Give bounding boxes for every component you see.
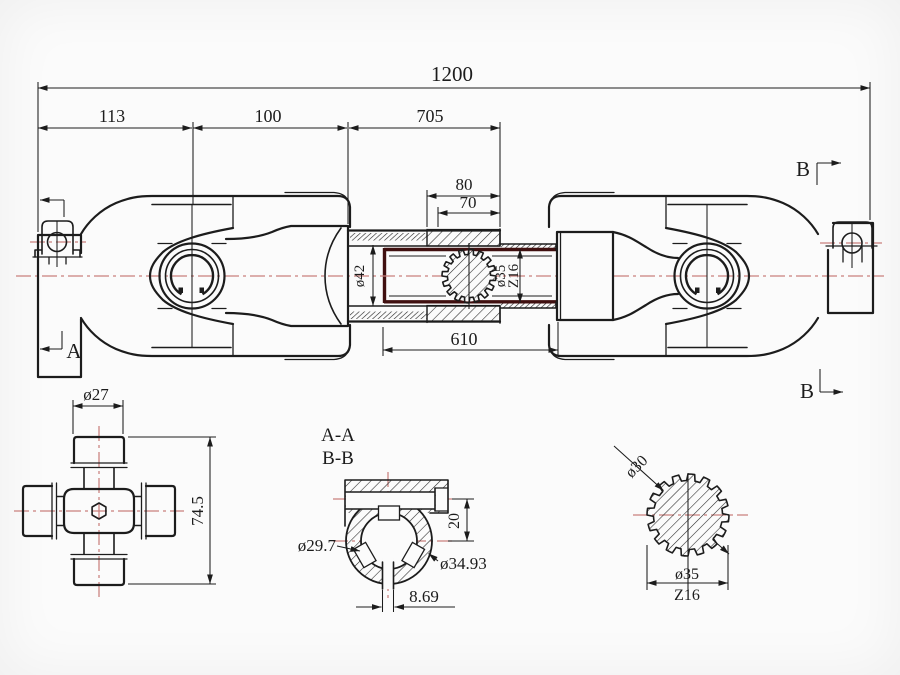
key-top: [377, 505, 401, 521]
dim-label-80: 80: [456, 175, 473, 194]
section-dimensions: [336, 498, 474, 612]
cut-label-a: A: [66, 339, 82, 363]
section-label-bb: B-B: [322, 448, 354, 469]
dim-label-100: 100: [255, 106, 282, 126]
labels: 1200 113 100 705 80 70 610 ø42 ø35 Z16 A…: [66, 62, 814, 606]
sleeve-plug-clear: [435, 488, 448, 511]
tube-serration-bottom: [350, 311, 427, 319]
cross-bottom-cap: [72, 557, 126, 587]
spline-dimensions: [613, 445, 730, 590]
sleeve-outline: [344, 479, 449, 527]
slot-walls: [381, 561, 395, 590]
dim-label-1200: 1200: [431, 62, 473, 86]
key-lower-left: [401, 541, 426, 569]
dim-label-d29-7: ø29.7: [298, 536, 337, 555]
yoke-ear-steps: [232, 191, 349, 361]
yoke-top-outline: [79, 194, 352, 236]
slot-clear: [382, 558, 394, 589]
cut-b-brackets: [816, 163, 821, 392]
section-label-aa: A-A: [321, 425, 355, 446]
tube-section-hatch-top: [426, 228, 501, 247]
leader-d30-lower: [712, 539, 730, 555]
cross-top-trunnion: [83, 467, 115, 489]
inner-tube-end-lines: [499, 243, 557, 309]
left-taper-shaft: [224, 224, 350, 328]
dim-label-z16-main: Z16: [506, 263, 522, 288]
dim-label-d30: ø30: [622, 452, 651, 481]
cross-left-trunnion: [56, 495, 65, 527]
cut-a-brackets: [61, 200, 65, 349]
dim-label-d34-93: ø34.93: [440, 554, 487, 573]
bore-keys: [352, 505, 426, 569]
dim-label-z16-spline: Z16: [674, 587, 700, 604]
tube-spline-section: [441, 243, 497, 309]
dim-label-74-5: 74.5: [188, 496, 207, 526]
grease-fitting-hex: [91, 502, 107, 520]
cross-top-cap: [72, 435, 126, 465]
leader-d30-upper: [613, 445, 664, 491]
cone-blend-arc: [324, 227, 342, 325]
inner-tube-hatch-bottom: [501, 301, 556, 308]
yoke-mouth: [148, 226, 235, 326]
cross-left-cap-lip: [51, 482, 58, 540]
tube-serration-top: [350, 233, 427, 241]
cross-bottom-cap-lip: [70, 553, 128, 560]
cross-right-cap-lip: [140, 482, 147, 540]
cut-label-b-bottom: B: [800, 379, 814, 403]
shaft-and-tube: [224, 224, 680, 328]
right-taper-shaft: [611, 230, 680, 322]
dim-label-d35-main: ø35: [493, 265, 509, 288]
leader-d34-93: [428, 553, 439, 562]
right-block-outline: [826, 221, 875, 315]
tube-section-hatch-bottom: [426, 304, 501, 323]
left-block-outline: [36, 233, 83, 379]
dim-label-70: 70: [460, 193, 477, 212]
spline-view-gear: [646, 473, 730, 557]
cross-right-cap: [144, 484, 177, 538]
sleeve-bore-strip: [346, 492, 435, 509]
cross-top-cap-lip: [70, 462, 128, 469]
left-end-yoke: [32, 220, 83, 379]
yoke-section-view: [336, 479, 474, 612]
leader-d29-7: [336, 545, 361, 552]
cross-right-trunnion: [133, 495, 142, 527]
snap-ring-hook-right: [199, 287, 204, 293]
inner-tube-hatch-top: [501, 244, 556, 251]
yoke-bottom-outline: [79, 316, 352, 358]
dim-label-d27: ø27: [83, 385, 109, 404]
spline-gear-profile: [441, 248, 497, 304]
drawing-root: 1200 113 100 705 80 70 610 ø42 ø35 Z16 A…: [14, 62, 884, 612]
main-dimensions: [37, 82, 871, 395]
sleeve-plug-lines: [434, 487, 449, 512]
cross-journal-view: [21, 400, 216, 587]
dim-label-20: 20: [446, 513, 463, 529]
cross-dimensions: [72, 400, 216, 585]
dim-label-d42: ø42: [352, 265, 368, 288]
cut-label-b-top: B: [796, 157, 810, 181]
yoke-joint: [79, 191, 352, 361]
dim-label-113: 113: [99, 106, 125, 126]
centerlines: [14, 241, 884, 601]
snap-ring-hook-left: [178, 287, 183, 293]
spline-section-view: [613, 445, 730, 592]
slide-collar: [555, 230, 615, 322]
cross-left-cap: [21, 484, 54, 538]
cross-body: [62, 487, 136, 535]
dim-label-610: 610: [451, 329, 478, 349]
tube-hatching: [350, 228, 556, 323]
bearing-seat-lines: [157, 242, 227, 310]
cross-bottom-trunnion: [83, 533, 115, 555]
dim-label-705: 705: [417, 106, 444, 126]
outer-tube-outline: [346, 229, 502, 323]
right-end-yoke: [825, 221, 878, 315]
outer-tube-walls: [347, 228, 501, 324]
dim-label-d35-spline: ø35: [675, 566, 699, 583]
dim-label-8-69: 8.69: [409, 587, 439, 606]
